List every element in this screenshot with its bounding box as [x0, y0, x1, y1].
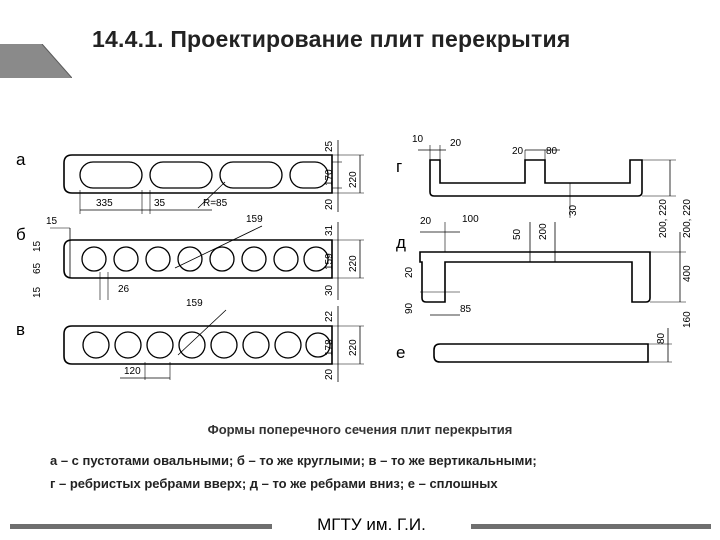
- dim-label: 80: [656, 332, 667, 344]
- slab-cross-sections-drawing: а б в г д е 335 35 R=85 25 170 20 220 15…: [16, 134, 693, 382]
- section-a-oval-hollows: [63, 140, 364, 214]
- dim-label: 335: [96, 198, 113, 209]
- dim-label: 20: [324, 368, 335, 380]
- dim-label: 15: [46, 216, 58, 227]
- dim-label: 15: [32, 286, 43, 298]
- dim-label: 120: [124, 366, 141, 377]
- dim-label: 200, 220: [658, 199, 669, 238]
- footer-divider-right: [471, 524, 711, 529]
- page-title: 14.4.1. Проектирование плит перекрытия: [92, 26, 571, 52]
- figure-caption: Формы поперечного сечения плит перекрыти…: [207, 422, 513, 437]
- dim-label: 159: [246, 214, 263, 225]
- dim-label: 20: [324, 198, 335, 210]
- dim-label: 170: [324, 169, 335, 186]
- dim-label: 200: [538, 223, 549, 240]
- footer-institution: МГТУ им. Г.И.: [317, 515, 426, 534]
- section-letter-d: д: [396, 233, 406, 252]
- dim-label: 159: [186, 298, 203, 309]
- section-letter-b: б: [16, 225, 26, 244]
- figure-legend-line-2: г – ребристых ребрами вверх; д – то же р…: [50, 476, 498, 491]
- dim-label: 220: [348, 339, 359, 356]
- dim-label: 65: [32, 262, 43, 274]
- dim-label: 30: [324, 284, 335, 296]
- dim-label: 220: [348, 255, 359, 272]
- dim-label: 22: [324, 310, 335, 322]
- dim-label: 20: [404, 266, 415, 278]
- title-corner-tab: [0, 44, 72, 78]
- dim-label: 200, 220: [682, 199, 693, 238]
- dim-label: 178: [324, 339, 335, 356]
- section-e-solid: [433, 328, 672, 363]
- dim-label: 100: [462, 214, 479, 225]
- dim-label: 15: [32, 240, 43, 252]
- section-b-round-hollows: [50, 222, 364, 300]
- dim-label: 85: [460, 304, 472, 315]
- dim-label: 159: [324, 253, 335, 270]
- dim-label: 20: [420, 216, 432, 227]
- section-v-vertical-hollows: [63, 306, 364, 382]
- section-letter-a: а: [16, 150, 26, 169]
- dim-label: 20: [512, 146, 524, 157]
- figure-legend-line-1: а – с пустотами овальными; б – то же кру…: [50, 453, 537, 468]
- dim-label: 10: [412, 134, 424, 145]
- section-letter-v: в: [16, 320, 25, 339]
- section-g-ribs-up: [418, 145, 676, 218]
- dim-label: 400: [682, 265, 693, 282]
- dim-label: 90: [404, 302, 415, 314]
- dim-label: 50: [512, 228, 523, 240]
- dim-label: 26: [118, 284, 130, 295]
- dim-label: 31: [324, 224, 335, 236]
- footer-divider-left: [10, 524, 272, 529]
- dim-label: 35: [154, 198, 166, 209]
- section-letter-g: г: [396, 157, 402, 176]
- dim-label: 220: [348, 171, 359, 188]
- dim-label: 25: [324, 140, 335, 152]
- dim-label: 160: [682, 311, 693, 328]
- section-d-ribs-down: [419, 222, 686, 316]
- dim-label: R=85: [203, 198, 228, 209]
- dim-label: 30: [568, 204, 579, 216]
- dim-label: 80: [546, 146, 558, 157]
- section-letter-e: е: [396, 343, 405, 362]
- dim-label: 20: [450, 138, 462, 149]
